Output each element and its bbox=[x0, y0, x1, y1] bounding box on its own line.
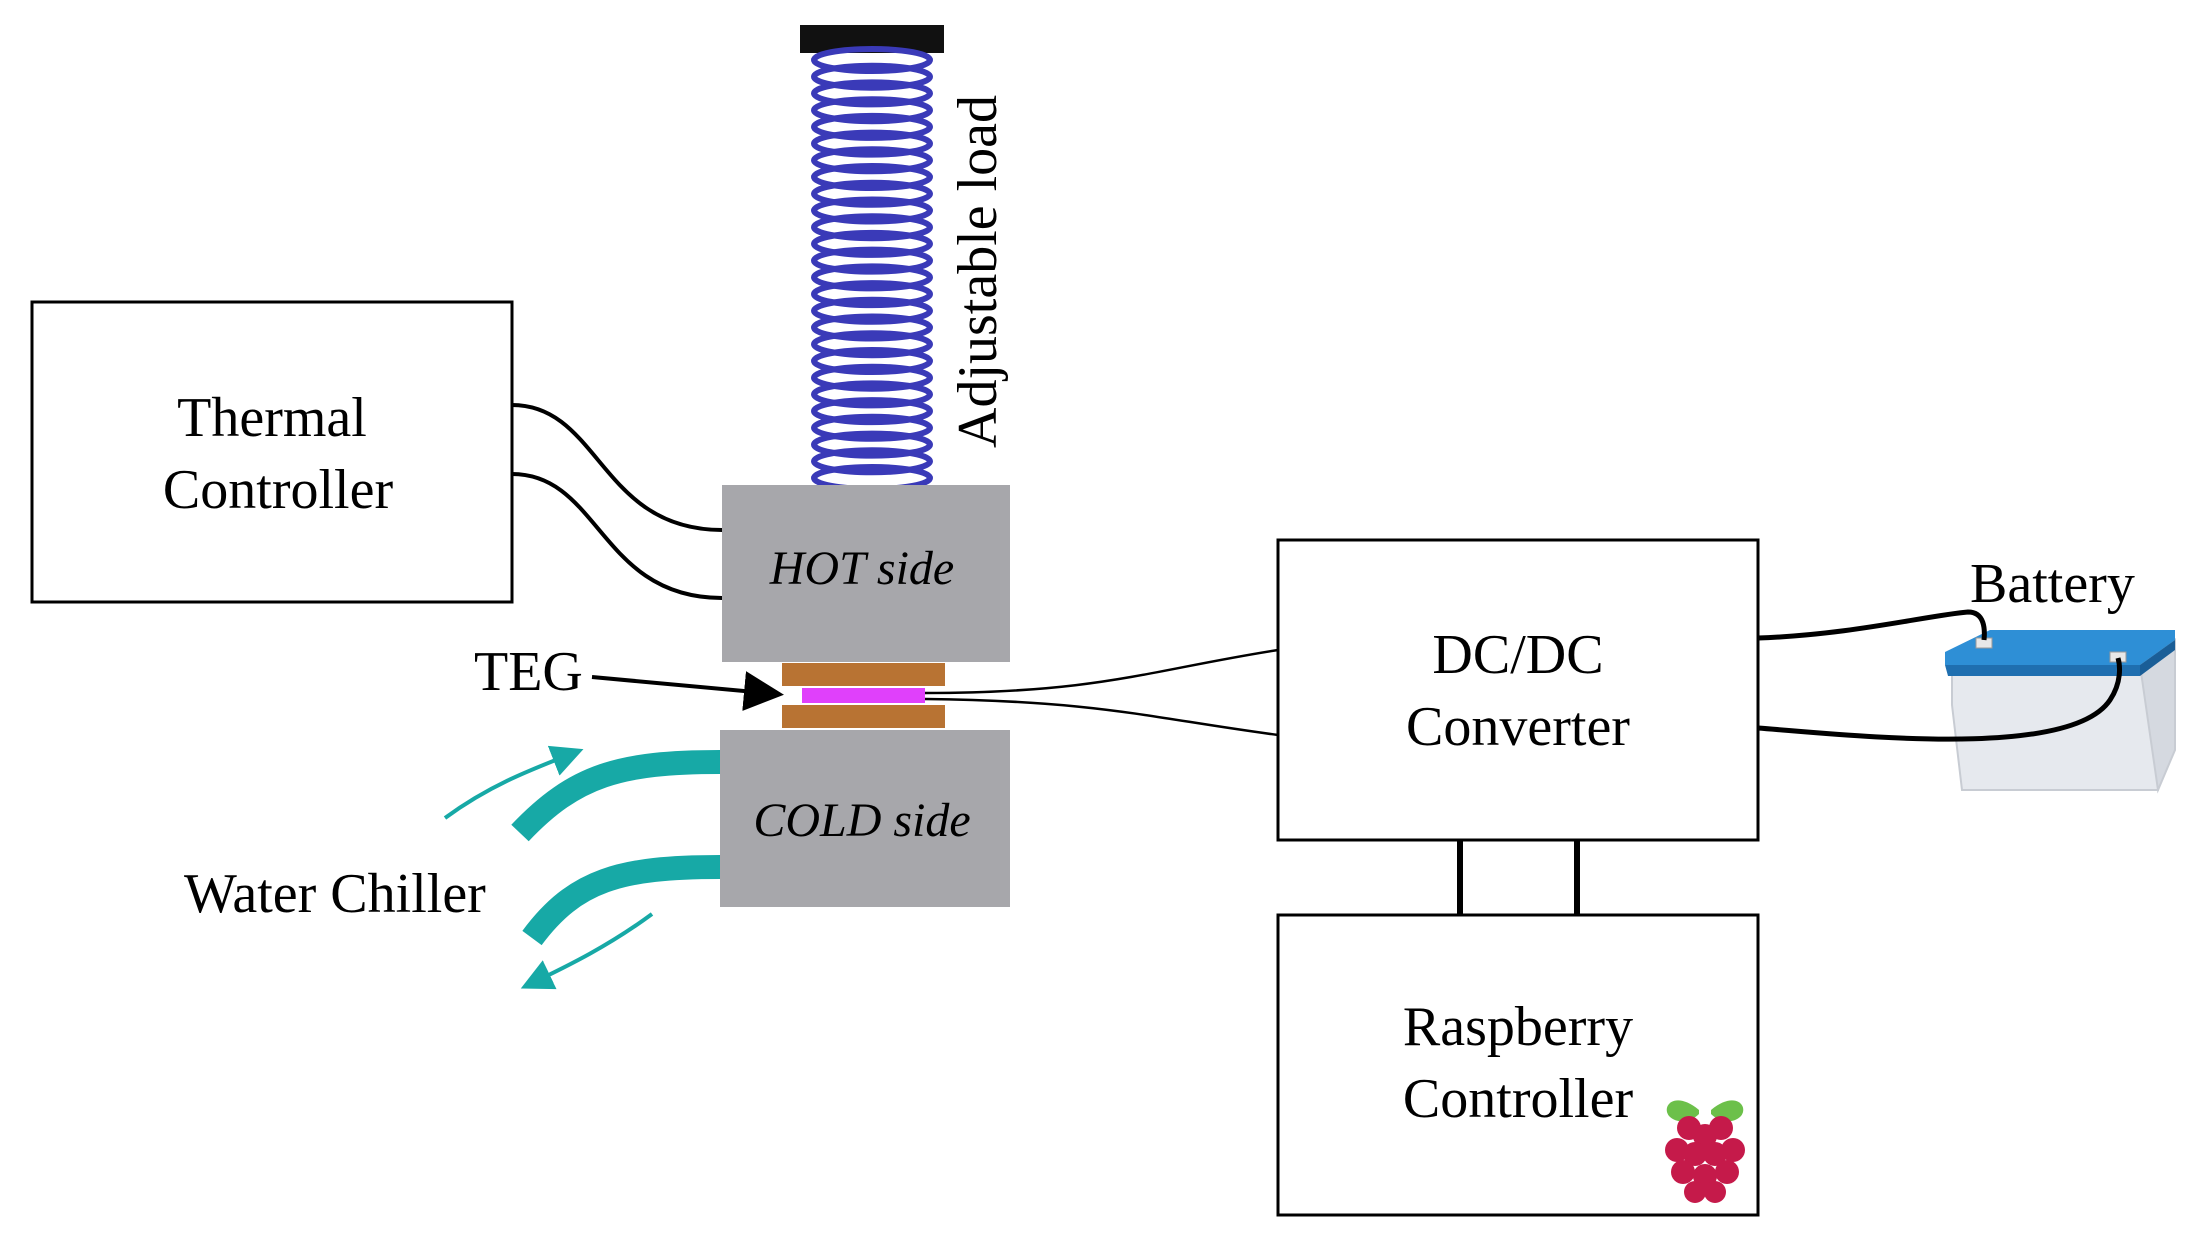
teg-element bbox=[802, 688, 925, 703]
teg-wire-bottom bbox=[924, 697, 1279, 737]
chiller-hose-top bbox=[511, 750, 721, 842]
cold-side-plate: COLD side bbox=[720, 730, 1010, 907]
teg-wire-top bbox=[924, 648, 1279, 695]
dcdc-converter-line2: Converter bbox=[1406, 696, 1630, 758]
spring-load bbox=[800, 25, 944, 492]
spring-coil bbox=[811, 163, 933, 191]
thermal-wire-top bbox=[511, 403, 723, 532]
thermal-controller-box: Thermal Controller bbox=[30, 300, 514, 604]
spring-coils bbox=[811, 46, 933, 492]
spring-coil bbox=[811, 347, 933, 375]
spring-coil bbox=[811, 179, 933, 208]
teg-label: TEG bbox=[474, 641, 583, 703]
spring-coil bbox=[811, 430, 933, 459]
water-chiller-hoses bbox=[443, 745, 721, 990]
spring-coil bbox=[811, 397, 933, 426]
hot-side-plate: HOT side bbox=[722, 485, 1010, 662]
water-chiller-label: Water Chiller bbox=[184, 863, 486, 925]
spring-coil bbox=[811, 330, 933, 359]
thermal-controller-line1: Thermal bbox=[177, 387, 367, 449]
spring-coil bbox=[811, 296, 933, 325]
spring-coil bbox=[811, 146, 933, 175]
spring-coil bbox=[811, 363, 933, 392]
spring-coil bbox=[811, 96, 933, 125]
spring-coil bbox=[811, 129, 933, 158]
hot-side-label: HOT side bbox=[769, 542, 954, 595]
spring-coil bbox=[811, 112, 933, 141]
battery-label: Battery bbox=[1970, 553, 2135, 615]
chiller-flow-arrow-in bbox=[443, 745, 584, 820]
dcdc-converter-line1: DC/DC bbox=[1432, 624, 1603, 686]
battery-wire-bottom bbox=[1757, 657, 2123, 742]
spring-coil bbox=[811, 313, 933, 342]
spring-coil bbox=[811, 413, 933, 442]
spring-coil bbox=[811, 280, 933, 309]
teg-copper-bottom bbox=[782, 705, 945, 728]
chiller-flow-arrow-out bbox=[520, 912, 654, 990]
chiller-hose-bottom bbox=[522, 855, 721, 946]
spring-coil bbox=[811, 79, 933, 108]
dcdc-converter-box: DC/DC Converter bbox=[1276, 538, 1760, 842]
adjustable-load-label: Adjustable load bbox=[947, 95, 1009, 448]
raspberry-controller-line1: Raspberry bbox=[1403, 996, 1633, 1058]
spring-coil bbox=[811, 196, 933, 225]
spring-coil bbox=[811, 447, 933, 476]
spring-coil bbox=[811, 229, 933, 258]
raspberry-pi-icon bbox=[1665, 1100, 1745, 1203]
car-battery-icon bbox=[1945, 630, 2176, 794]
thermal-wire-bottom bbox=[511, 472, 723, 600]
spring-coil bbox=[811, 46, 933, 74]
teg-stack bbox=[782, 663, 945, 728]
teg-copper-top bbox=[782, 663, 945, 686]
raspberry-controller-line2: Controller bbox=[1403, 1068, 1634, 1130]
thermal-controller-line2: Controller bbox=[163, 459, 394, 521]
battery-wire-top bbox=[1757, 609, 1987, 641]
spring-coil bbox=[811, 213, 933, 242]
cold-side-label: COLD side bbox=[753, 794, 970, 847]
teg-arrow bbox=[591, 671, 784, 711]
spring-coil bbox=[811, 246, 933, 275]
spring-coil bbox=[811, 263, 933, 292]
spring-coil bbox=[811, 380, 933, 409]
spring-coil bbox=[811, 62, 933, 91]
